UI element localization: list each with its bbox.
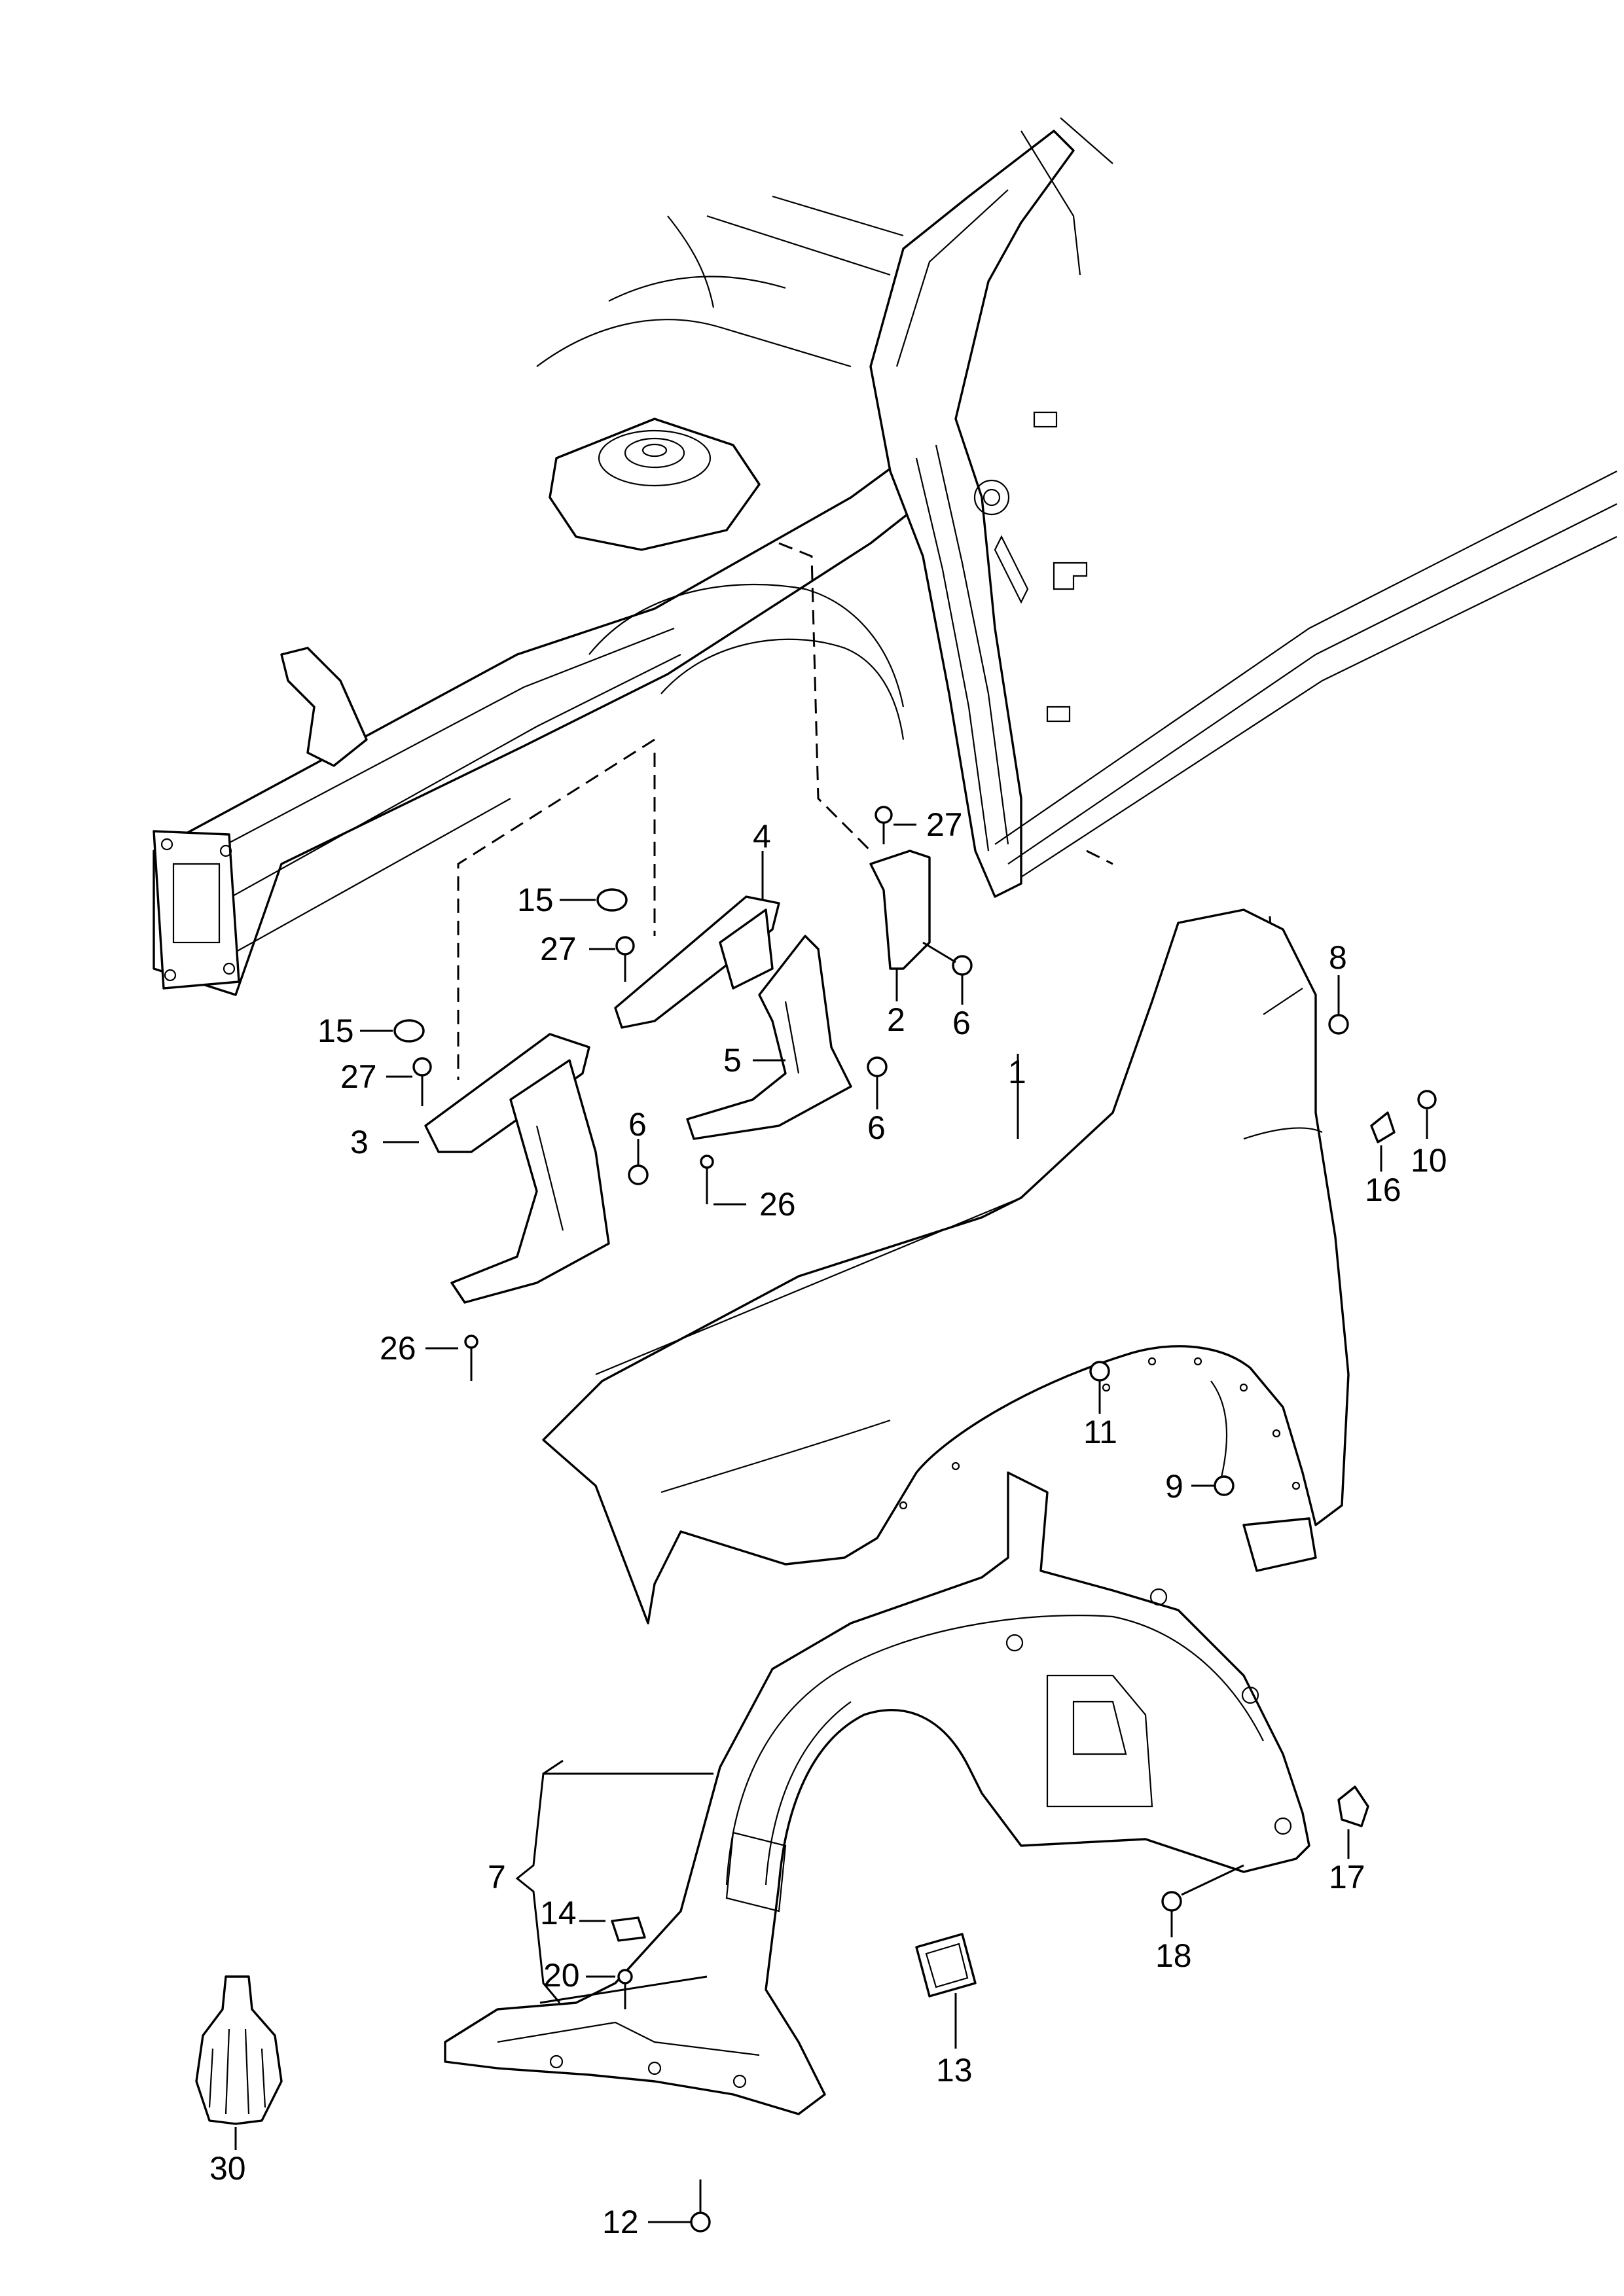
callout-4: 4 xyxy=(753,818,771,855)
callout-26b: 26 xyxy=(380,1330,416,1367)
callout-8: 8 xyxy=(1329,939,1347,976)
callout-15b: 15 xyxy=(317,1013,354,1049)
callout-1: 1 xyxy=(1008,1054,1026,1090)
callout-11: 11 xyxy=(1083,1414,1117,1450)
wheel-housing-liner xyxy=(444,1471,1310,2115)
callout-27a: 27 xyxy=(926,806,963,843)
assembly-lines xyxy=(457,542,1278,1080)
callout-17: 17 xyxy=(1329,1859,1365,1895)
callout-7: 7 xyxy=(488,1859,506,1895)
bracket-3 xyxy=(424,1033,610,1304)
callout-9: 9 xyxy=(1165,1468,1183,1505)
callout-27b: 27 xyxy=(540,931,577,967)
callout-26a: 26 xyxy=(759,1186,796,1223)
callouts: 1 2 3 4 5 6 6 6 7 8 9 10 11 12 13 14 15 … xyxy=(209,806,1447,2240)
callout-10: 10 xyxy=(1411,1142,1447,1179)
callout-2: 2 xyxy=(887,1001,905,1038)
bracket-2 xyxy=(869,850,931,970)
callout-16: 16 xyxy=(1365,1172,1401,1208)
callout-6c: 6 xyxy=(628,1106,647,1143)
fender-panel xyxy=(542,908,1350,1624)
callout-6b: 6 xyxy=(867,1109,886,1146)
callout-13: 13 xyxy=(936,2052,973,2089)
callout-27c: 27 xyxy=(340,1058,377,1095)
leader-lines xyxy=(234,823,1428,2223)
callout-12: 12 xyxy=(602,2204,639,2240)
fasteners xyxy=(393,806,1437,2233)
callout-6a: 6 xyxy=(952,1005,971,1041)
callout-18: 18 xyxy=(1155,1937,1192,1974)
body-structure xyxy=(153,117,1617,996)
bracket-4 xyxy=(614,895,780,1029)
callout-14: 14 xyxy=(540,1895,577,1931)
part-30-boot xyxy=(195,1975,283,2125)
bracket-5 xyxy=(686,935,852,1140)
callout-5: 5 xyxy=(723,1042,742,1079)
callout-3: 3 xyxy=(350,1124,369,1160)
callout-20: 20 xyxy=(543,1957,580,1994)
callout-15a: 15 xyxy=(517,882,554,918)
callout-30: 30 xyxy=(209,2150,246,2187)
